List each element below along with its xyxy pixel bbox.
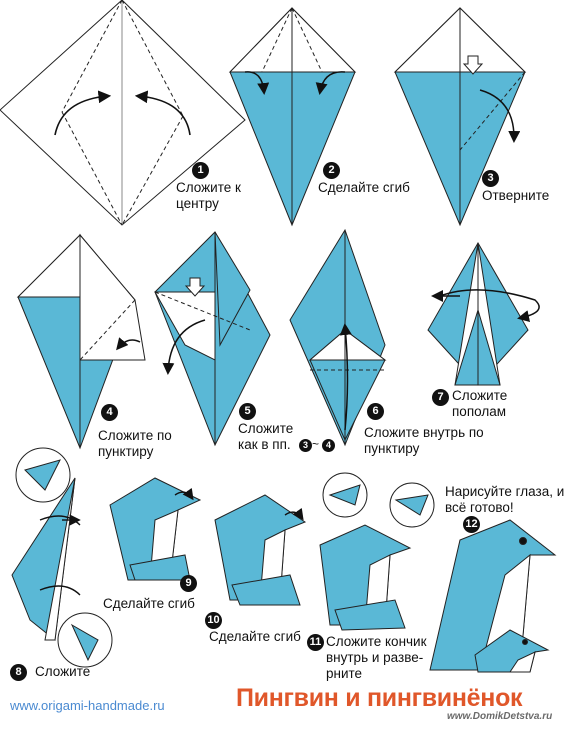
- step5-ref-b: 4: [322, 439, 335, 452]
- step7-number: 7: [432, 389, 449, 406]
- step11-diagram: [319, 472, 435, 631]
- step1-number: 1: [192, 162, 209, 179]
- step4-number: 4: [101, 404, 118, 421]
- step2-diagram: [228, 7, 357, 227]
- step8-caption: Сложите: [35, 664, 91, 679]
- step10-diagram: [214, 494, 307, 606]
- step7-caption: Сложите пополам: [452, 388, 508, 419]
- step11-number: 11: [307, 634, 324, 651]
- step2-caption: Сделайте сгиб: [318, 180, 410, 195]
- step4-diagram: [16, 233, 146, 450]
- step9-caption: Сделайте сгиб: [103, 596, 195, 611]
- step3-number: 3: [482, 170, 499, 187]
- step12-caption: Нарисуйте глаза, и всё готово!: [445, 484, 565, 515]
- step6-number: 6: [367, 403, 384, 420]
- step7-diagram: [427, 241, 540, 386]
- step10-caption: Сделайте сгиб: [209, 629, 301, 644]
- step1-diagram: [0, 0, 246, 226]
- step12-diagram: [429, 519, 557, 673]
- step3-caption: Отверните: [482, 188, 550, 203]
- page-title: Пингвин и пингвинёнок: [236, 684, 523, 712]
- site-link[interactable]: www.origami-handmade.ru: [10, 698, 165, 713]
- step6-diagram: [289, 228, 387, 447]
- step10-number: 10: [205, 612, 222, 629]
- step5-number: 5: [239, 403, 256, 420]
- watermark: www.DomikDetstva.ru: [447, 711, 553, 722]
- step8-diagram: [11, 447, 113, 668]
- step11-caption: Сложите кончик внутрь и разве- рните: [326, 634, 427, 681]
- step1-caption: Сложите к центру: [176, 180, 241, 211]
- step5-ref-a: 3: [299, 439, 312, 452]
- step12-number: 12: [463, 516, 480, 533]
- step3-diagram: [393, 7, 527, 227]
- step2-number: 2: [323, 162, 340, 179]
- step5-ref-sep: ~: [312, 437, 320, 451]
- step9-diagram: [109, 477, 202, 581]
- step5-caption: Сложите как в пп.: [238, 421, 294, 452]
- step8-number: 8: [10, 664, 27, 681]
- step9-number: 9: [180, 575, 197, 592]
- step6-caption: Сложите внутрь по пунктиру: [364, 425, 484, 456]
- step4-caption: Сложите по пунктиру: [98, 428, 172, 459]
- step5-diagram: [154, 231, 271, 447]
